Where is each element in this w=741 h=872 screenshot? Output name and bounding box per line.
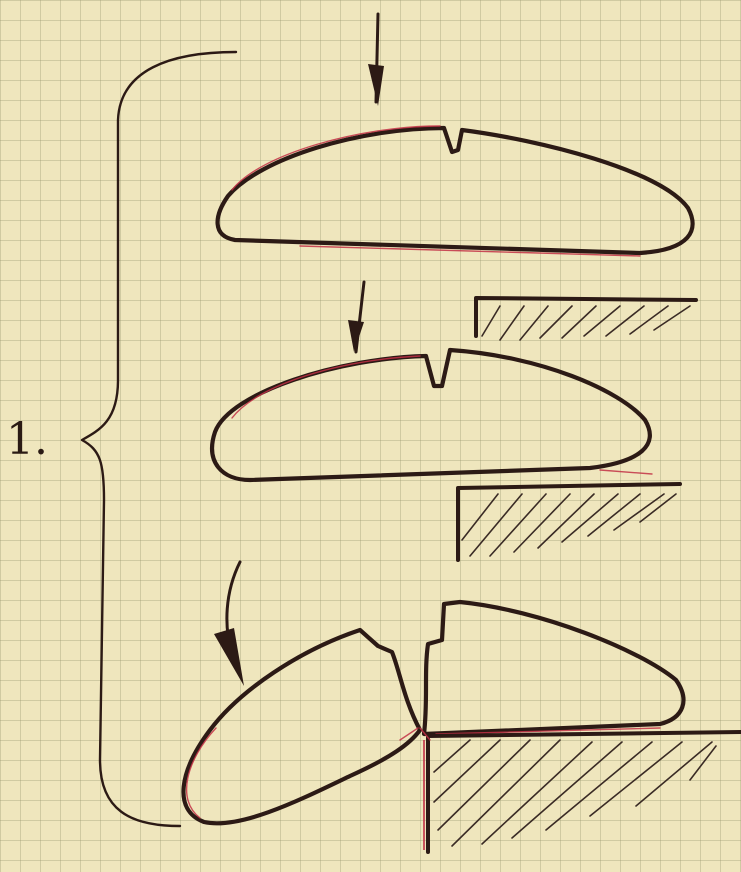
lower-support-hatching <box>462 494 676 556</box>
beam-2-red-trace <box>232 356 652 474</box>
beam-1 <box>218 128 693 253</box>
upper-support <box>476 298 696 336</box>
beam-3-left-half <box>183 630 420 823</box>
stage-3 <box>183 562 741 852</box>
stage-2 <box>212 282 696 560</box>
rotation-arrowhead <box>214 628 244 686</box>
beam-2 <box>212 350 650 480</box>
beam-1-red-trace <box>232 126 640 256</box>
stage-1 <box>218 14 693 256</box>
stage-3-support-hatching <box>434 740 716 846</box>
upper-support-hatching <box>482 306 690 340</box>
beam-3-right-half <box>424 602 683 734</box>
